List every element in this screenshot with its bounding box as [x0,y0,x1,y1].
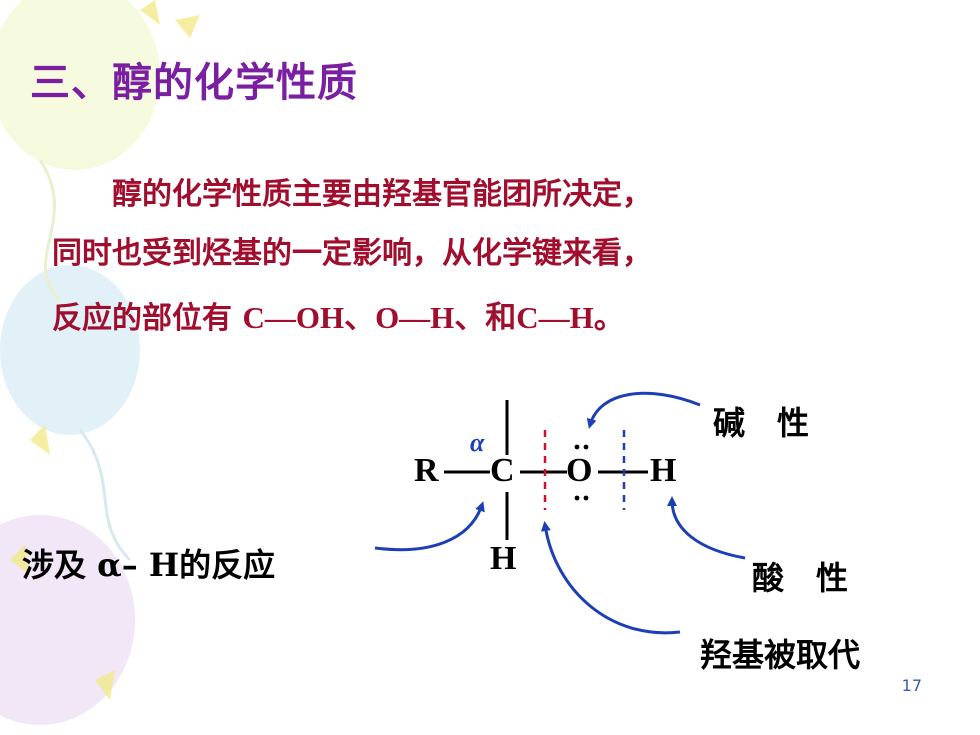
balloon-string-decoration [38,159,62,302]
balloon-blue-decoration [0,265,140,435]
atom-c: C [490,452,515,489]
confetti-decoration [175,15,200,38]
label-hydroxyl-substitution: 羟基被取代 [700,636,861,674]
confetti-decoration [30,425,50,455]
balloon-yellow-decoration [0,0,160,170]
lone-pair-top [574,444,589,450]
slide-title: 三、醇的化学性质 [30,60,358,106]
paragraph-line-2: 同时也受到烃基的一定影响，从化学键来看， [52,236,652,271]
atom-h-bottom: H [490,540,517,577]
reaction-bonds-text: C—OH、O—H、和C—H。 [242,300,625,335]
arrow-basic-icon [586,391,701,429]
label-acidic: 酸 性 [752,559,849,597]
paragraph-line-1: 醇的化学性质主要由羟基官能团所决定， [52,177,652,212]
paragraph-line-3: 反应的部位有 C—OH、O—H、和C—H。 [52,288,932,349]
confetti-decoration [10,545,30,575]
page-number: 17 [901,676,922,695]
alpha-label: α [470,428,485,457]
label-alpha-h-reaction: 涉及 α– H的反应 [22,546,276,584]
atom-o: O [566,452,593,489]
atom-r: R [414,452,439,489]
arrow-substitution-icon [540,521,681,635]
balloon-string-decoration [78,429,132,562]
lone-pair-bottom [574,495,589,501]
arrow-alpha-h-icon [374,501,485,552]
balloon-purple-decoration [0,515,135,725]
confetti-decoration [95,670,115,700]
label-basic: 碱 性 [713,404,810,442]
arrow-acidic-icon [667,496,746,560]
confetti-decoration [140,0,160,25]
paragraph-line-3-prefix: 反应的部位有 [52,301,243,336]
atom-h-right: H [650,452,677,489]
